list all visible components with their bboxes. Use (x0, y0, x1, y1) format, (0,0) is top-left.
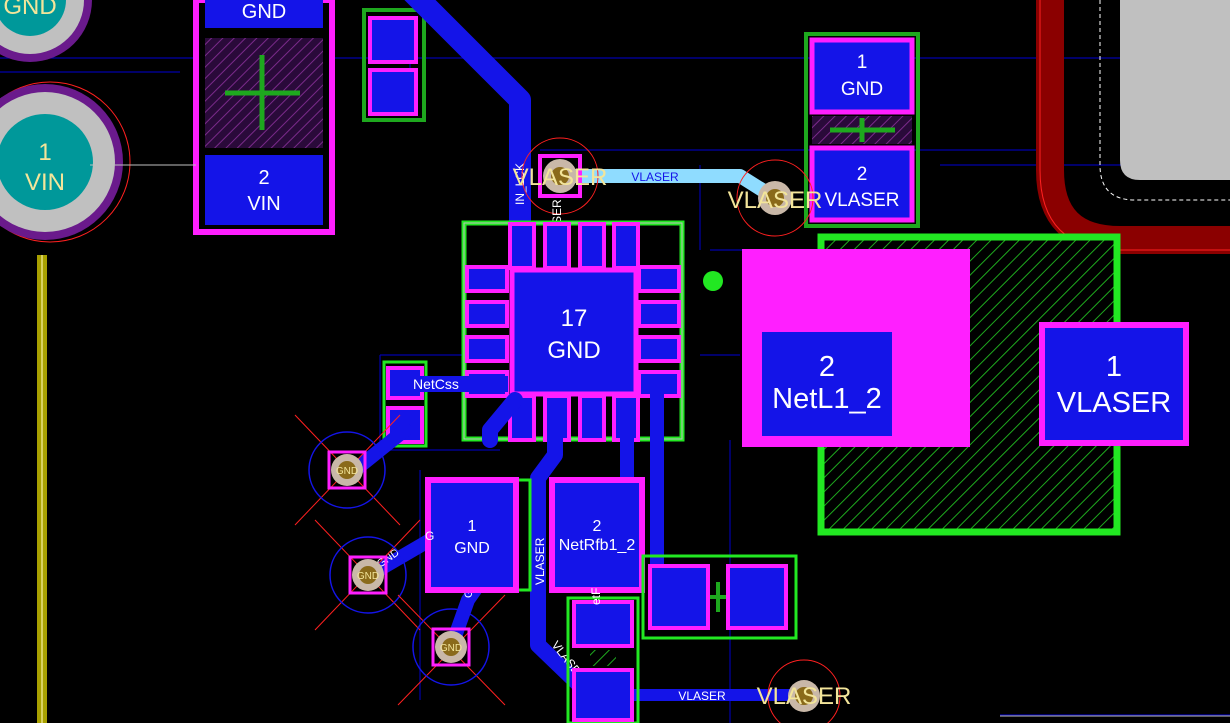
c1-pad1-net: GND (454, 540, 490, 557)
net-label-ck: IN_LCK (513, 163, 527, 205)
component-c1[interactable]: 1 GND (425, 477, 532, 593)
l1-pad2-net: NetL1_2 (772, 383, 882, 415)
via-vlaser-3[interactable]: VLASER (757, 659, 852, 723)
j2-pad1[interactable] (809, 37, 915, 115)
via-vlaser-1[interactable]: VLASER (513, 137, 608, 215)
via-gnd-3-label: GND (440, 643, 462, 654)
track-vlaser-bottom-label: VLASER (678, 689, 726, 703)
rfb1-pad2-num: 2 (593, 518, 602, 535)
via-gnd-1[interactable]: GND (294, 414, 401, 526)
testpoint-vin-num: 1 (38, 139, 51, 166)
j1-pad2[interactable] (205, 155, 323, 225)
via-gnd-1-label: GND (336, 466, 358, 477)
j2-pad2-num: 2 (857, 164, 868, 185)
testpoint-vin-net: VIN (25, 169, 65, 196)
l1-pad2-num: 2 (819, 351, 835, 383)
track-netcss[interactable] (396, 376, 508, 392)
u1-center-net: GND (547, 337, 600, 364)
rfb1-pad2[interactable] (549, 477, 645, 593)
via-gnd-3[interactable]: GND (397, 594, 506, 706)
testpoint-vin[interactable]: 1 VIN (0, 81, 131, 243)
l1-pad1[interactable] (1039, 322, 1189, 446)
track-netcss-label: NetCss (413, 376, 459, 392)
component-u1[interactable]: 17 GND (461, 220, 685, 442)
j2-pad2-net: VLASER (825, 190, 900, 211)
c1-pad1-num: 1 (468, 518, 477, 535)
component-j1[interactable]: GND 2 VIN (193, 0, 335, 235)
j2-pad2[interactable] (809, 145, 915, 223)
component-small-top[interactable] (362, 8, 426, 122)
board-outline (1036, 0, 1230, 254)
via-gnd-2[interactable]: GND (314, 519, 421, 631)
track-vlaser-vertical-label: VLASER (533, 537, 547, 585)
j2-pad1-num: 1 (857, 52, 868, 73)
net-label-etf: etF (589, 588, 603, 605)
l1-pad1-net: VLASER (1057, 387, 1171, 419)
track-g-label: G (463, 589, 475, 598)
l1-pad1-num: 1 (1106, 351, 1122, 383)
via-gnd-2-label: GND (357, 571, 379, 582)
gnd-partial-label: G (425, 529, 434, 543)
testpoint-gnd-top[interactable]: GND (0, 0, 92, 62)
via-vlaser-1-label: VLASER (513, 164, 608, 191)
u1-center-num: 17 (561, 305, 588, 332)
u1-center-pad[interactable] (509, 267, 639, 397)
via-vlaser-2-label: VLASER (728, 187, 823, 214)
component-small-right[interactable] (641, 554, 798, 640)
j1-pad1-net: GND (242, 1, 286, 23)
component-j2[interactable]: 1 GND 2 VLASER (804, 32, 920, 228)
via-vlaser-3-label: VLASER (757, 683, 852, 710)
via-vlaser-2[interactable]: VLASER (728, 159, 823, 237)
track-top-diagonal[interactable] (404, 0, 531, 240)
component-small-bottom[interactable] (566, 596, 640, 723)
j1-pad2-net: VIN (247, 193, 280, 215)
track-vlaser-top-label: VLASER (631, 170, 679, 184)
rfb1-pad2-net: NetRfb1_2 (559, 537, 636, 554)
pin1-marker (703, 271, 723, 291)
testpoint-gnd-label: GND (3, 0, 56, 20)
j1-pad2-num: 2 (258, 167, 269, 189)
j2-pad1-net: GND (841, 79, 883, 100)
component-l1[interactable]: 2 NetL1_2 1 VLASER (742, 233, 1189, 536)
c1-pad1[interactable] (425, 477, 519, 593)
component-rfb1[interactable]: 2 NetRfb1_2 (549, 477, 645, 593)
